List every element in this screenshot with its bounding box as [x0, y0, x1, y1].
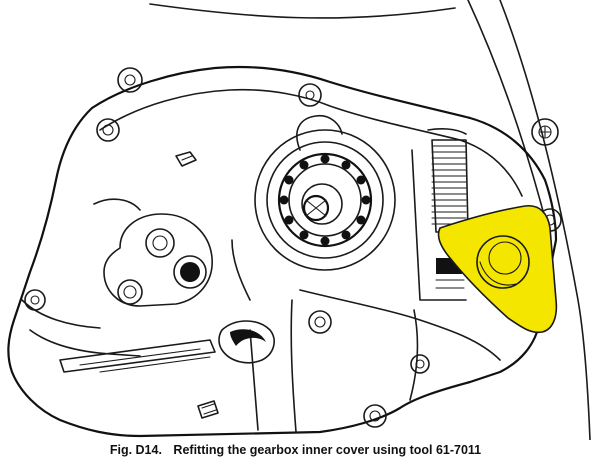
- gear-segment: [411, 128, 469, 301]
- tool-boss: [476, 235, 530, 289]
- figure-caption: Fig. D14. Refitting the gearbox inner co…: [0, 443, 591, 467]
- inner-cover-flange: [231, 239, 501, 401]
- caption-text: Refitting the gearbox inner cover using …: [173, 443, 482, 457]
- tool-61-7011: [437, 204, 558, 334]
- bearing-assembly: [254, 114, 396, 271]
- housing-ribs: [59, 299, 297, 433]
- bolt-bosses: [24, 67, 562, 428]
- gearbox-illustration: [7, 0, 591, 440]
- figure-number: Fig. D14.: [109, 443, 162, 457]
- crankcase-outline: [149, 0, 591, 440]
- housing-outline: [7, 65, 558, 438]
- studs: [175, 151, 219, 419]
- bearing-balls: [279, 154, 371, 246]
- drain-opening: [218, 320, 275, 364]
- left-ports: [93, 198, 213, 307]
